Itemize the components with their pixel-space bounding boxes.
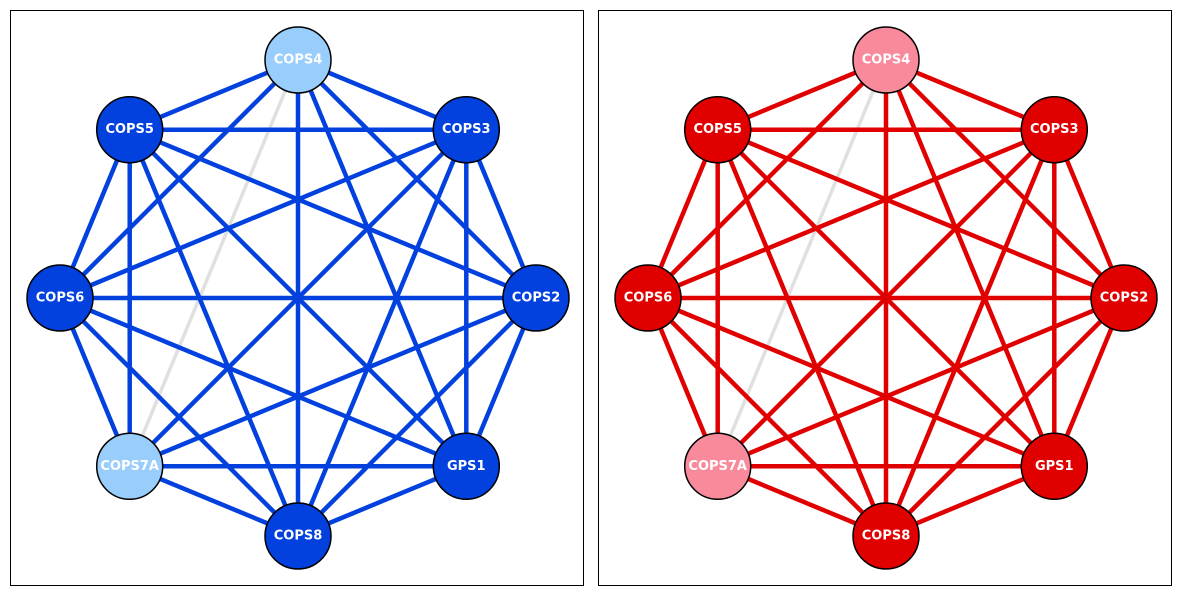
node-circle bbox=[1090, 264, 1158, 332]
edge-gps1-cops5 bbox=[128, 128, 468, 468]
node-label: COPS7A bbox=[100, 459, 159, 474]
node-circle bbox=[95, 432, 164, 501]
node-cops4: COPS4 bbox=[852, 26, 920, 94]
node-label: GPS1 bbox=[1035, 459, 1074, 474]
node-gps1: GPS1 bbox=[1020, 432, 1089, 501]
node-cops6: COPS6 bbox=[614, 264, 682, 332]
node-cops3: COPS3 bbox=[1020, 95, 1089, 164]
node-circle bbox=[852, 26, 920, 94]
node-cops5: COPS5 bbox=[683, 95, 752, 164]
node-circle bbox=[1020, 95, 1089, 164]
node-cops5: COPS5 bbox=[95, 95, 164, 164]
node-cops7a: COPS7A bbox=[95, 432, 164, 501]
node-cops7a: COPS7A bbox=[683, 432, 752, 501]
node-circle bbox=[432, 95, 501, 164]
node-label: COPS5 bbox=[693, 122, 742, 137]
node-circle bbox=[683, 432, 752, 501]
node-circle bbox=[264, 26, 332, 94]
node-cops8: COPS8 bbox=[264, 502, 332, 570]
node-label: COPS3 bbox=[442, 122, 491, 137]
node-circle bbox=[95, 95, 164, 164]
edge-cops8-cops5 bbox=[127, 128, 301, 537]
node-cops2: COPS2 bbox=[502, 264, 570, 332]
node-cops3: COPS3 bbox=[432, 95, 501, 164]
node-circle bbox=[614, 264, 682, 332]
node-label: COPS7A bbox=[688, 459, 747, 474]
edge-cops8-cops5 bbox=[715, 128, 889, 537]
node-circle bbox=[1020, 432, 1089, 501]
node-circle bbox=[683, 95, 752, 164]
node-label: COPS8 bbox=[274, 529, 323, 544]
node-cops4: COPS4 bbox=[264, 26, 332, 94]
edge-gps1-cops5 bbox=[716, 128, 1056, 468]
node-label: COPS2 bbox=[1100, 291, 1149, 306]
edge-cops8-cops6 bbox=[58, 296, 300, 538]
node-label: COPS5 bbox=[105, 122, 154, 137]
node-label: COPS2 bbox=[512, 291, 561, 306]
node-label: COPS8 bbox=[862, 529, 911, 544]
node-label: COPS6 bbox=[36, 291, 85, 306]
edge-cops8-cops6 bbox=[646, 296, 888, 538]
node-cops2: COPS2 bbox=[1090, 264, 1158, 332]
node-circle bbox=[852, 502, 920, 570]
node-circle bbox=[264, 502, 332, 570]
node-label: COPS4 bbox=[274, 53, 323, 68]
node-label: COPS4 bbox=[862, 53, 911, 68]
node-cops6: COPS6 bbox=[26, 264, 94, 332]
node-circle bbox=[26, 264, 94, 332]
node-circle bbox=[502, 264, 570, 332]
node-gps1: GPS1 bbox=[432, 432, 501, 501]
node-label: GPS1 bbox=[447, 459, 486, 474]
edge-cops2-cops5 bbox=[128, 127, 537, 301]
node-circle bbox=[432, 432, 501, 501]
edge-cops2-cops5 bbox=[716, 127, 1125, 301]
node-label: COPS6 bbox=[624, 291, 673, 306]
node-label: COPS3 bbox=[1030, 122, 1079, 137]
node-cops8: COPS8 bbox=[852, 502, 920, 570]
